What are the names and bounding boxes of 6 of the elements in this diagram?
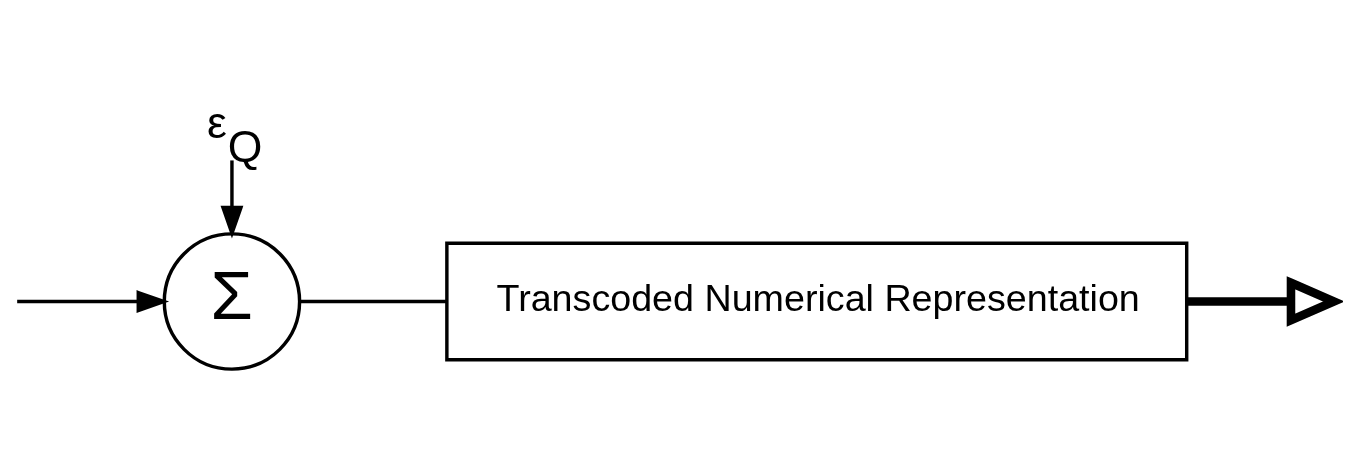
arrow bbox=[1186, 275, 1343, 327]
arrow bbox=[220, 159, 244, 238]
node-circle: Σ bbox=[162, 231, 302, 371]
connector bbox=[299, 299, 447, 303]
arrow bbox=[17, 289, 170, 313]
node-box: Transcoded Numerical Representation bbox=[445, 241, 1189, 361]
